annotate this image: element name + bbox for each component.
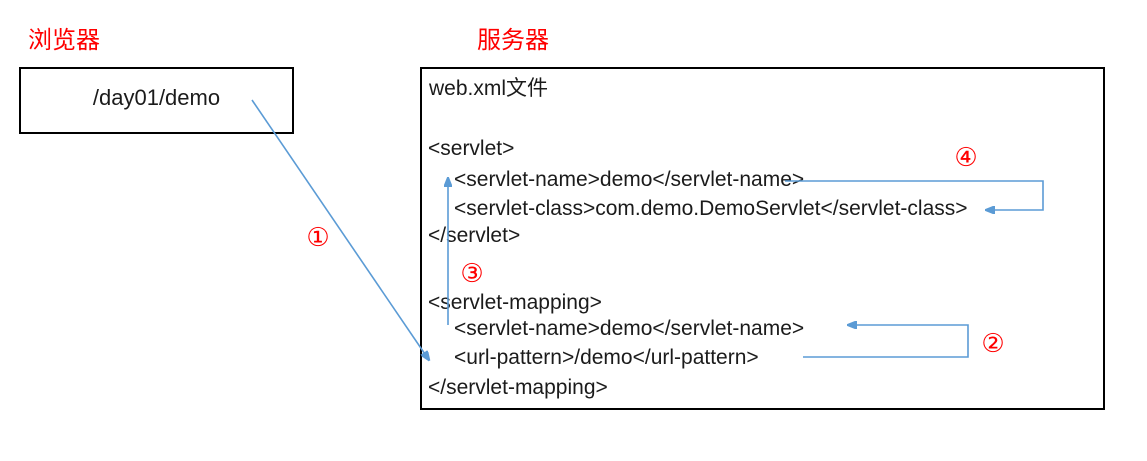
server-webxml-box xyxy=(420,67,1105,410)
request-url-text: /day01/demo xyxy=(92,85,221,110)
server-label: 服务器 xyxy=(477,27,549,54)
code-line-mapping-servlet-name: <servlet-name>demo</servlet-name> xyxy=(454,317,805,340)
code-line-servlet-name: <servlet-name>demo</servlet-name> xyxy=(454,168,805,191)
request-arrow-step1 xyxy=(251,99,429,360)
webxml-file-label: web.xml文件 xyxy=(429,77,549,100)
step-3-badge: ③ xyxy=(460,259,484,289)
browser-request-box xyxy=(19,67,294,134)
browser-label: 浏览器 xyxy=(28,27,100,54)
code-line-mapping-close: </servlet-mapping> xyxy=(428,376,608,399)
step-4-badge: ④ xyxy=(954,143,978,173)
code-line-servlet-open: <servlet> xyxy=(428,137,515,160)
step-2-badge: ② xyxy=(981,329,1005,359)
code-line-url-pattern: <url-pattern>/demo</url-pattern> xyxy=(454,346,759,369)
code-line-servlet-class: <servlet-class>com.demo.DemoServlet</ser… xyxy=(454,197,968,220)
step-1-badge: ① xyxy=(306,223,330,253)
code-line-servlet-close: </servlet> xyxy=(428,224,521,247)
code-line-mapping-open: <servlet-mapping> xyxy=(428,291,602,314)
